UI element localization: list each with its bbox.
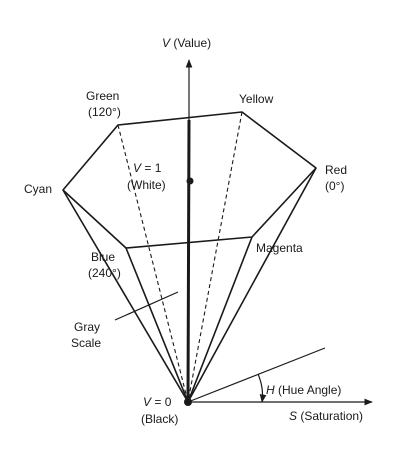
- blue-label: Blue: [91, 250, 115, 264]
- red-label: Red: [325, 163, 347, 177]
- cone-edge-blue: [125, 247, 189, 403]
- value-axis-lower: [186, 119, 191, 403]
- gray-scale-label-line1: Gray: [74, 320, 100, 334]
- hidden-edge-green-apex: [117, 124, 189, 403]
- white-value-label: V = 1: [133, 161, 162, 175]
- cone-edge-cyan: [62, 189, 189, 403]
- cone-edge-magenta: [187, 236, 253, 403]
- white-point-dot: [186, 177, 194, 185]
- red-angle-label: (0°): [325, 179, 344, 193]
- green-angle-label: (120°): [88, 105, 121, 119]
- hue-angle-label: H (Hue Angle): [266, 383, 341, 397]
- cyan-label: Cyan: [24, 182, 52, 196]
- hidden-edge-yellow-apex: [187, 111, 243, 403]
- magenta-label: Magenta: [256, 241, 303, 255]
- yellow-label: Yellow: [239, 92, 274, 106]
- hue-angle-arc: [257, 373, 267, 403]
- blue-angle-label: (240°): [88, 266, 121, 280]
- cone-edge-red: [187, 167, 317, 403]
- black-value-label: V = 0: [143, 395, 172, 409]
- saturation-axis-label: S (Saturation): [289, 409, 363, 423]
- green-label: Green: [86, 89, 119, 103]
- gray-scale-pointer: [114, 291, 179, 321]
- black-name-label: (Black): [141, 412, 178, 426]
- white-name-label: (White): [127, 178, 166, 192]
- gray-scale-label-line2: Scale: [71, 336, 101, 350]
- hue-angle-line: [187, 347, 326, 403]
- value-axis-label: V (Value): [162, 36, 211, 50]
